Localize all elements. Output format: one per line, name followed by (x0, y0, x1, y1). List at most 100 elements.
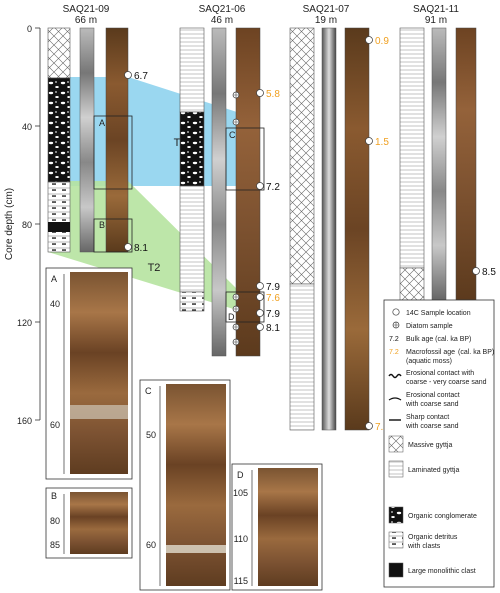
legend-macro-units: (cal. ka BP) (458, 349, 494, 356)
core-depth-saq21-09: 66 m (75, 15, 97, 26)
age-bulk: 7.2 (266, 182, 280, 193)
age-macrofossil: 5.8 (266, 89, 280, 100)
age-macrofossil: 7.6 (266, 293, 280, 304)
legend-massive-swatch (388, 435, 404, 453)
legend-diatom-label: Diatom sample (406, 323, 453, 330)
zoom-box-c-label: C (229, 130, 236, 140)
legend-erosional-coarse-label-2: coarse - very coarse sand (406, 379, 487, 386)
unit-t1-band (48, 77, 240, 186)
depth-tick-80: 80 (22, 220, 32, 230)
core-title-saq21-07: SAQ21-07 (303, 4, 350, 15)
inset-a-tick-60: 60 (50, 420, 60, 430)
legend-laminated-swatch (388, 460, 404, 478)
depth-tick-40: 40 (22, 122, 32, 132)
inset-c-tick-50: 50 (146, 430, 156, 440)
inset-a-label: A (51, 274, 57, 284)
depth-axis: 0 40 80 120 160 Core depth (cm) (4, 24, 41, 426)
age-bulk: 8.1 (266, 323, 280, 334)
sample-14c-marker (256, 182, 264, 190)
age-macrofossil: 7.3 (375, 422, 389, 433)
legend: 14C Sample location Diatom sample 7.2 Bu… (383, 299, 495, 588)
age-bulk: 7.9 (266, 282, 280, 293)
sample-14c-marker (256, 309, 264, 317)
legend-erosional-coarse-symbol (388, 373, 402, 379)
core-saq21-11 (399, 27, 477, 301)
inset-b-tick-80: 80 (50, 516, 60, 526)
age-macrofossil: 0.9 (375, 36, 389, 47)
legend-sharp-label: Sharp contact (406, 414, 449, 421)
legend-sharp-symbol (389, 419, 401, 421)
legend-erosional-sand-label-2: with coarse sand (405, 401, 459, 408)
sample-14c-marker (256, 323, 264, 331)
age-bulk: 8.1 (134, 243, 148, 254)
inset-d-tick-105: 105 (233, 488, 248, 498)
sample-14c-marker (256, 89, 264, 97)
legend-conglomerate-swatch (388, 506, 404, 524)
legend-monolithic-label: Large monolithic clast (408, 568, 476, 575)
legend-bulk-value: 7.2 (389, 336, 399, 343)
legend-conglomerate-label: Organic conglomerate (408, 513, 477, 520)
unit-t2-label: T2 (148, 262, 161, 274)
core-title-saq21-06: SAQ21-06 (199, 4, 246, 15)
diatom-marker (232, 323, 240, 331)
inset-c: C 50 60 (139, 379, 231, 591)
inset-b: B 80 85 (45, 487, 133, 559)
inset-b-label: B (51, 491, 57, 501)
age-bulk: 6.7 (134, 71, 148, 82)
legend-detritus-label-2: with clasts (407, 543, 441, 550)
legend-14c-label: 14C Sample location (406, 310, 471, 317)
age-bulk: 7.9 (266, 309, 280, 320)
legend-macro-label-2: (aquatic moss) (406, 358, 452, 365)
zoom-box-d (225, 291, 265, 323)
zoom-box-c (225, 127, 265, 191)
inset-c-tick-60: 60 (146, 540, 156, 550)
core-saq21-07 (289, 27, 370, 431)
legend-detritus-label: Organic detritus (408, 534, 458, 541)
sample-14c-marker (256, 293, 264, 301)
legend-bulk-label: Bulk age (cal. ka BP) (406, 336, 471, 343)
core-saq21-06 (179, 27, 261, 357)
legend-laminated-label: Laminated gyttja (408, 467, 459, 474)
inset-c-label: C (145, 386, 152, 396)
legend-erosional-coarse-label: Erosional contact with (406, 370, 474, 377)
depth-axis-label: Core depth (cm) (4, 188, 15, 260)
legend-detritus-swatch (388, 531, 404, 549)
diatom-marker (232, 118, 240, 126)
legend-monolithic-swatch (388, 562, 404, 578)
sample-14c-marker (365, 137, 373, 145)
inset-d-tick-110: 110 (234, 534, 248, 544)
zoom-box-d-label: D (228, 312, 235, 322)
diatom-marker (232, 91, 240, 99)
core-title-saq21-09: SAQ21-09 (63, 4, 110, 15)
age-macrofossil: 1.5 (375, 137, 389, 148)
zoom-box-a (93, 115, 133, 190)
inset-b-tick-85: 85 (50, 540, 60, 550)
sample-14c-marker (365, 36, 373, 44)
age-bulk: 8.5 (482, 267, 496, 278)
sample-14c-marker (365, 422, 373, 430)
depth-tick-160: 160 (17, 416, 32, 426)
core-saq21-09 (47, 27, 129, 253)
core-title-saq21-11: SAQ21-11 (413, 4, 459, 15)
legend-erosional-sand-label: Erosional contact (406, 392, 460, 399)
legend-14c-symbol (392, 308, 400, 316)
legend-massive-label: Massive gyttja (408, 442, 452, 449)
depth-tick-120: 120 (17, 318, 32, 328)
zoom-box-a-label: A (99, 118, 105, 128)
core-depth-saq21-07: 19 m (315, 15, 337, 26)
inset-d-label: D (237, 470, 244, 480)
legend-macro-value: 7.2 (389, 349, 399, 356)
diatom-marker (232, 305, 240, 313)
core-depth-saq21-06: 46 m (211, 15, 233, 26)
svg-text:Macrofossil age(cal. ka BP): Macrofossil age(cal. ka BP) (406, 349, 494, 356)
core-depth-saq21-11: 91 m (425, 15, 447, 26)
diatom-marker (232, 338, 240, 346)
depth-tick-0: 0 (27, 24, 32, 34)
legend-sharp-label-2: with coarse sand (405, 423, 459, 430)
inset-d: D 105 110 115 (231, 463, 323, 591)
zoom-box-b-label: B (99, 220, 105, 230)
sample-14c-marker (124, 71, 132, 79)
sample-14c-marker (256, 282, 264, 290)
zoom-box-b (93, 218, 133, 253)
